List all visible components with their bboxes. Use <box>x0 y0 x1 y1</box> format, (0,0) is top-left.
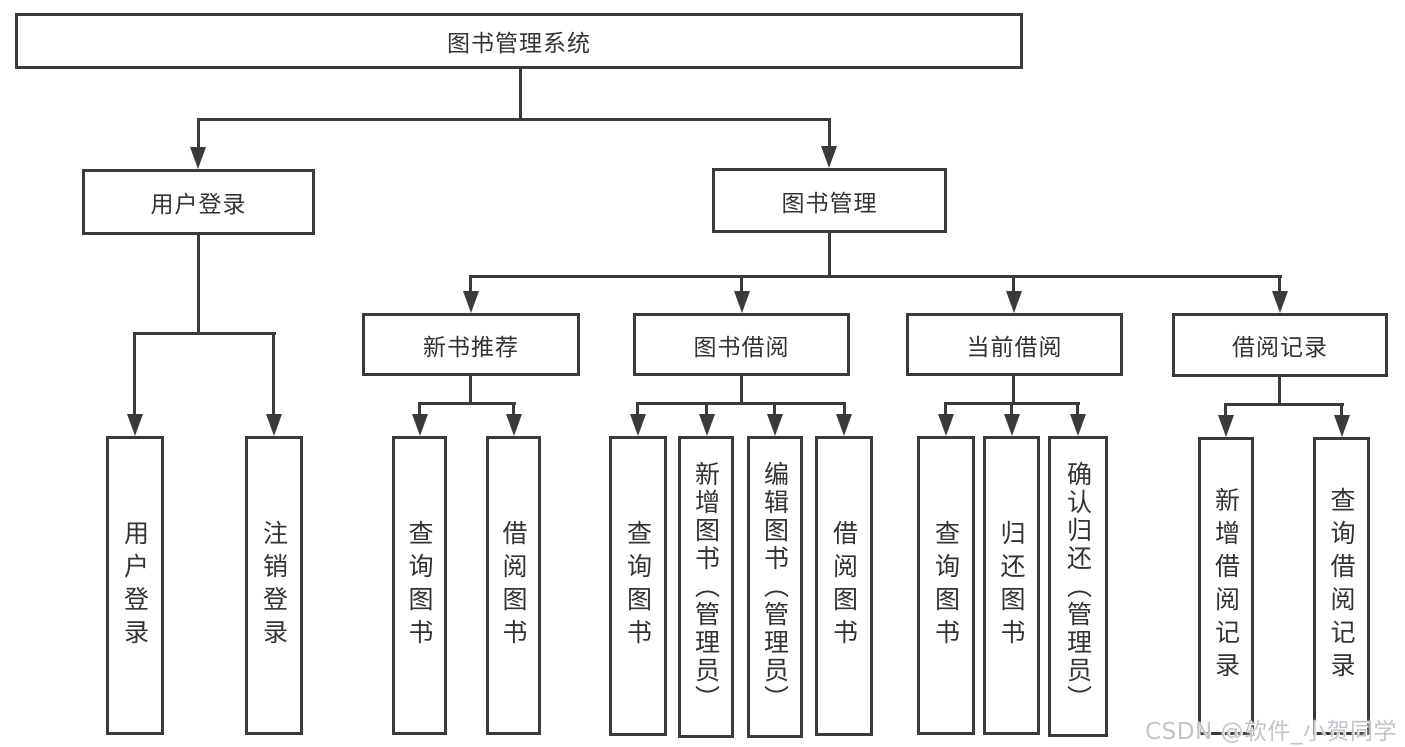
leaf-nb-borrow-books: 借阅图书 <box>486 436 541 735</box>
leaf-cb-query-books: 查询图书 <box>917 436 975 735</box>
arrowhead-leaf-user-login <box>127 414 143 436</box>
leaf-user-login: 用户登录 <box>106 436 164 735</box>
node-current-borrowing: 当前借阅 <box>906 313 1123 376</box>
connector-drop-leaf-user-login <box>133 335 136 416</box>
leaf-cb-return-books: 归还图书 <box>983 436 1040 735</box>
arrowhead-current-borrowing <box>1006 291 1022 313</box>
leaf-br-query-record: 查询借阅记录 <box>1313 437 1370 735</box>
connector-drop-new-book-recommend <box>469 278 472 292</box>
leaf-label: 编辑图书（管理员） <box>760 461 790 713</box>
arrowhead-nb-borrow <box>506 414 522 436</box>
leaf-bb-add-books-admin: 新增图书（管理员） <box>678 436 734 738</box>
node-library-management-system: 图书管理系统 <box>15 13 1023 69</box>
leaf-cb-confirm-return-admin: 确认归还（管理员） <box>1048 436 1108 737</box>
leaf-bb-borrow-books: 借阅图书 <box>815 436 873 736</box>
arrowhead-user-login <box>190 147 206 169</box>
arrowhead-book-management <box>821 146 837 168</box>
leaf-br-add-record: 新增借阅记录 <box>1198 437 1254 735</box>
connector-new-book-recommend-stem <box>469 376 472 405</box>
leaf-label: 借阅图书 <box>829 520 859 652</box>
connector-drop-bb-query <box>636 405 639 416</box>
node-label: 当前借阅 <box>966 334 1063 361</box>
connector-drop-cb-confirm <box>1076 405 1079 416</box>
connector-drop-br-query <box>1340 406 1343 416</box>
connector-book-management-stem <box>828 233 831 278</box>
connector-book-borrowing-stem <box>740 376 743 405</box>
connector-root-stem <box>519 68 522 121</box>
arrowhead-leaf-logout <box>266 414 282 436</box>
arrowhead-nb-query <box>412 414 428 436</box>
leaf-label: 借阅图书 <box>499 519 528 652</box>
node-label: 图书管理 <box>781 190 878 217</box>
connector-drop-book-management <box>828 121 831 148</box>
arrowhead-br-add <box>1218 415 1234 437</box>
node-label: 借阅记录 <box>1232 335 1328 361</box>
connector-drop-cb-query <box>944 405 947 416</box>
leaf-label: 用户登录 <box>120 519 150 652</box>
leaf-nb-query-books: 查询图书 <box>392 436 447 735</box>
connector-book-management-branch <box>469 275 1282 278</box>
connector-drop-bb-borrow <box>843 405 846 416</box>
node-label: 图书借阅 <box>693 334 790 361</box>
connector-user-login-stem <box>197 235 200 335</box>
node-borrow-records: 借阅记录 <box>1172 313 1388 377</box>
arrowhead-cb-return <box>1004 414 1020 436</box>
leaf-label: 新增借阅记录 <box>1211 487 1241 685</box>
node-label: 新书推荐 <box>423 334 519 361</box>
node-label: 图书管理系统 <box>447 31 591 57</box>
arrowhead-bb-borrow <box>836 414 852 436</box>
arrowhead-book-borrowing <box>734 291 750 313</box>
leaf-label: 归还图书 <box>997 519 1026 652</box>
connector-current-borrowing-branch <box>944 402 1080 405</box>
leaf-label: 查询图书 <box>931 519 961 652</box>
connector-new-book-recommend-branch <box>418 402 516 405</box>
connector-book-borrowing-branch <box>636 402 846 405</box>
connector-root-branch <box>197 118 831 121</box>
arrowhead-br-query <box>1334 415 1350 437</box>
node-new-book-recommend: 新书推荐 <box>362 313 580 376</box>
leaf-label: 确认归还（管理员） <box>1063 460 1093 713</box>
leaf-label: 新增图书（管理员） <box>691 461 721 713</box>
connector-drop-bb-add <box>705 405 708 416</box>
node-book-management: 图书管理 <box>712 168 947 233</box>
leaf-label: 查询借阅记录 <box>1327 487 1356 685</box>
leaf-bb-edit-books-admin: 编辑图书（管理员） <box>747 436 803 738</box>
leaf-label: 查询图书 <box>405 519 434 652</box>
leaf-bb-query-books: 查询图书 <box>609 436 667 736</box>
connector-drop-nb-borrow <box>512 405 515 416</box>
arrowhead-bb-edit <box>767 414 783 436</box>
connector-current-borrowing-stem <box>1012 376 1015 405</box>
arrowhead-cb-confirm <box>1070 414 1086 436</box>
node-label: 用户登录 <box>150 192 247 218</box>
connector-drop-book-borrowing <box>740 278 743 292</box>
leaf-logout: 注销登录 <box>245 436 303 735</box>
leaf-label: 注销登录 <box>259 519 289 652</box>
arrowhead-borrow-records <box>1272 291 1288 313</box>
node-book-borrowing: 图书借阅 <box>633 313 850 376</box>
connector-borrow-records-stem <box>1278 377 1281 406</box>
leaf-label: 查询图书 <box>623 520 653 652</box>
connector-drop-leaf-logout <box>272 335 275 416</box>
connector-drop-cb-return <box>1010 405 1013 416</box>
connector-drop-br-add <box>1224 406 1227 416</box>
arrowhead-bb-query <box>630 414 646 436</box>
arrowhead-bb-add <box>699 414 715 436</box>
connector-borrow-records-branch <box>1224 403 1344 406</box>
connector-drop-borrow-records <box>1278 278 1281 292</box>
node-user-login: 用户登录 <box>82 169 315 235</box>
connector-drop-current-borrowing <box>1012 278 1015 292</box>
arrowhead-new-book-recommend <box>463 291 479 313</box>
connector-drop-nb-query <box>418 405 421 416</box>
connector-user-login-branch <box>133 332 276 335</box>
arrowhead-cb-query <box>938 414 954 436</box>
connector-drop-user-login <box>197 121 200 149</box>
connector-drop-bb-edit <box>773 405 776 416</box>
